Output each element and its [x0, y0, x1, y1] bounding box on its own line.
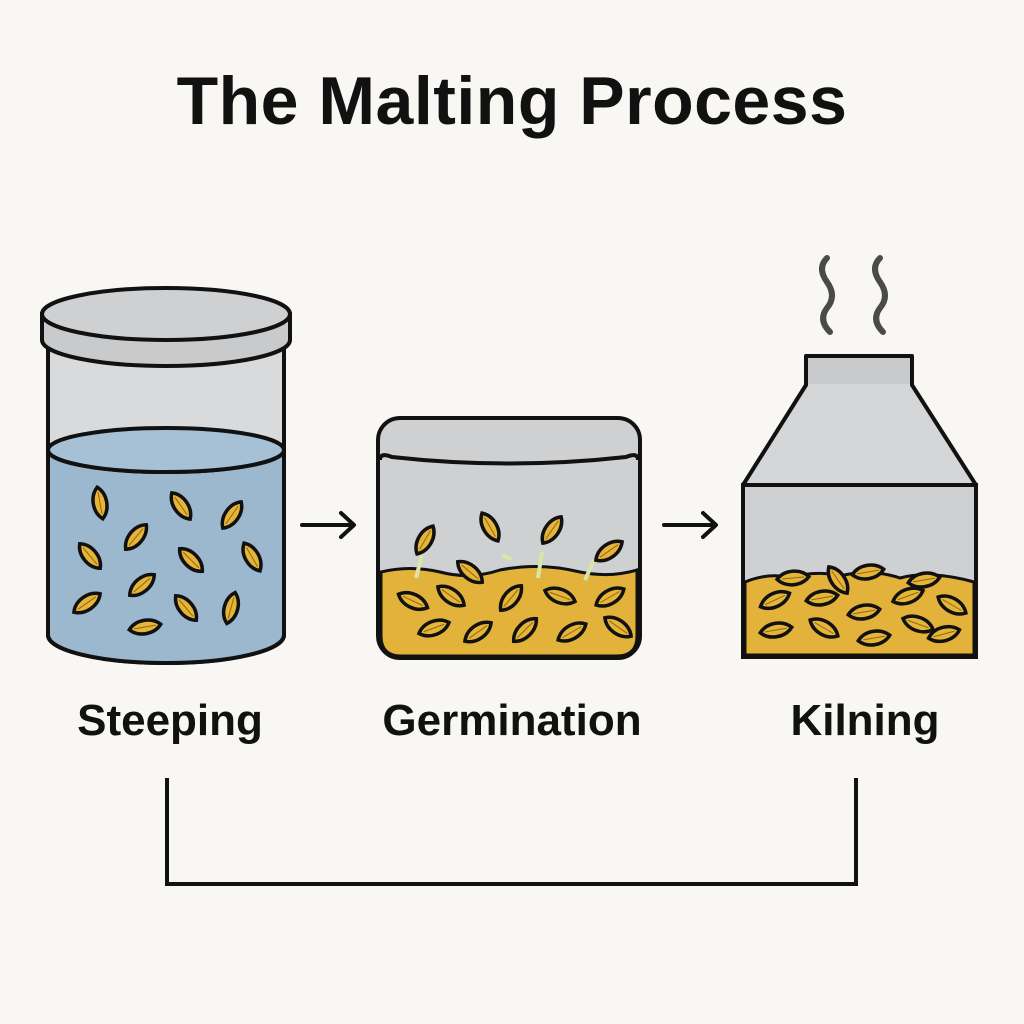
- germination-tray-icon: [376, 416, 642, 660]
- stage-label-kilning: Kilning: [790, 696, 940, 745]
- arrow-steeping-to-germination: [300, 511, 356, 539]
- process-loop-connector: [165, 778, 858, 886]
- steeping-jar-icon: [40, 286, 292, 665]
- stage-label-germination: Germination: [382, 696, 642, 745]
- page-title: The Malting Process: [176, 63, 848, 139]
- arrow-germination-to-kilning: [662, 511, 718, 539]
- stage-label-steeping: Steeping: [77, 696, 263, 745]
- kiln-icon: [741, 255, 978, 659]
